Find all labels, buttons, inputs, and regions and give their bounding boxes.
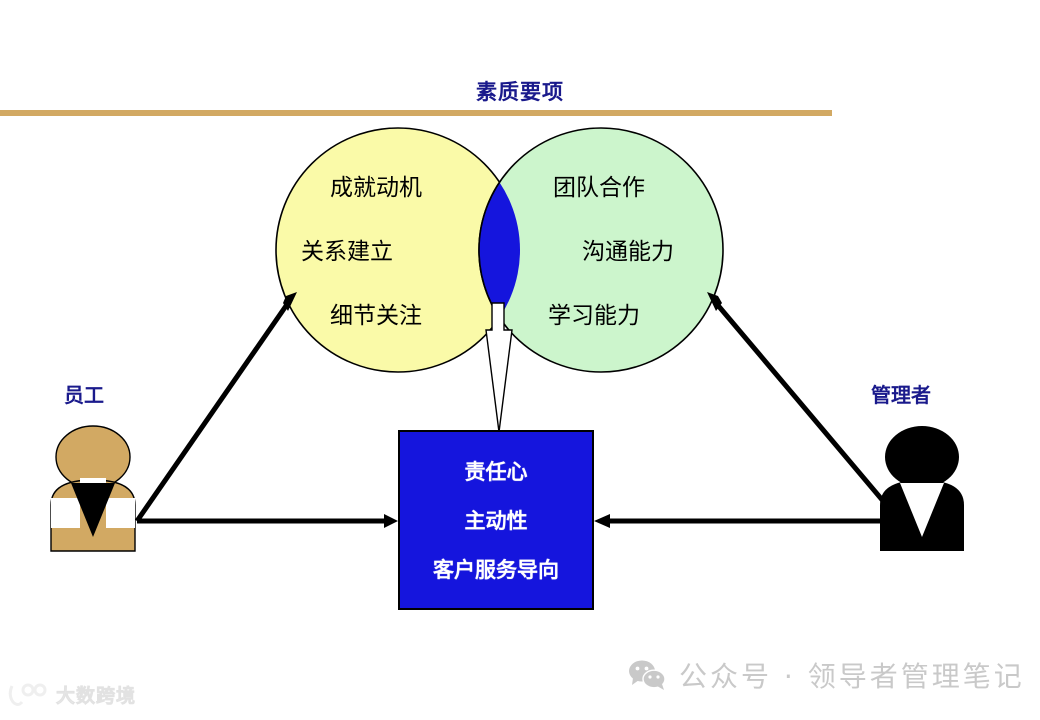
wechat-watermark: 公众号 · 领导者管理笔记 bbox=[628, 655, 1025, 695]
manager-figure-icon bbox=[880, 426, 964, 551]
manager-label: 管理者 bbox=[871, 383, 931, 407]
employee-figure-icon bbox=[50, 425, 136, 552]
brand-watermark-text: 大数跨境 bbox=[56, 685, 137, 708]
lens-to-core-arrow bbox=[485, 302, 513, 433]
right-circle-item-1: 团队合作 bbox=[553, 175, 645, 201]
right-circle-item-2: 沟通能力 bbox=[582, 239, 674, 265]
brand-logo-icon bbox=[8, 683, 47, 706]
employee-label: 员工 bbox=[64, 383, 104, 407]
left-circle-item-1: 成就动机 bbox=[330, 175, 422, 201]
manager-to-core-arrow bbox=[594, 514, 900, 528]
page-title: 素质要项 bbox=[476, 79, 564, 104]
brand-watermark: 大数跨境 bbox=[8, 681, 136, 708]
core-item-2: 主动性 bbox=[464, 508, 528, 533]
core-competency-box: 责任心 主动性 客户服务导向 bbox=[398, 430, 594, 610]
right-circle-item-3: 学习能力 bbox=[548, 303, 640, 329]
title-divider bbox=[0, 110, 832, 116]
core-item-3: 客户服务导向 bbox=[433, 558, 559, 583]
employee-to-core-arrow bbox=[137, 514, 398, 528]
wechat-icon bbox=[629, 660, 666, 690]
intersection-lens bbox=[478, 128, 520, 372]
core-item-1: 责任心 bbox=[464, 459, 528, 484]
left-circle-item-3: 细节关注 bbox=[330, 303, 422, 329]
wechat-watermark-text: 公众号 · 领导者管理笔记 bbox=[679, 660, 1025, 693]
left-circle-item-2: 关系建立 bbox=[301, 239, 393, 265]
manager-to-right-circle-arrow bbox=[707, 292, 902, 523]
employee-to-left-circle-arrow bbox=[134, 292, 297, 523]
